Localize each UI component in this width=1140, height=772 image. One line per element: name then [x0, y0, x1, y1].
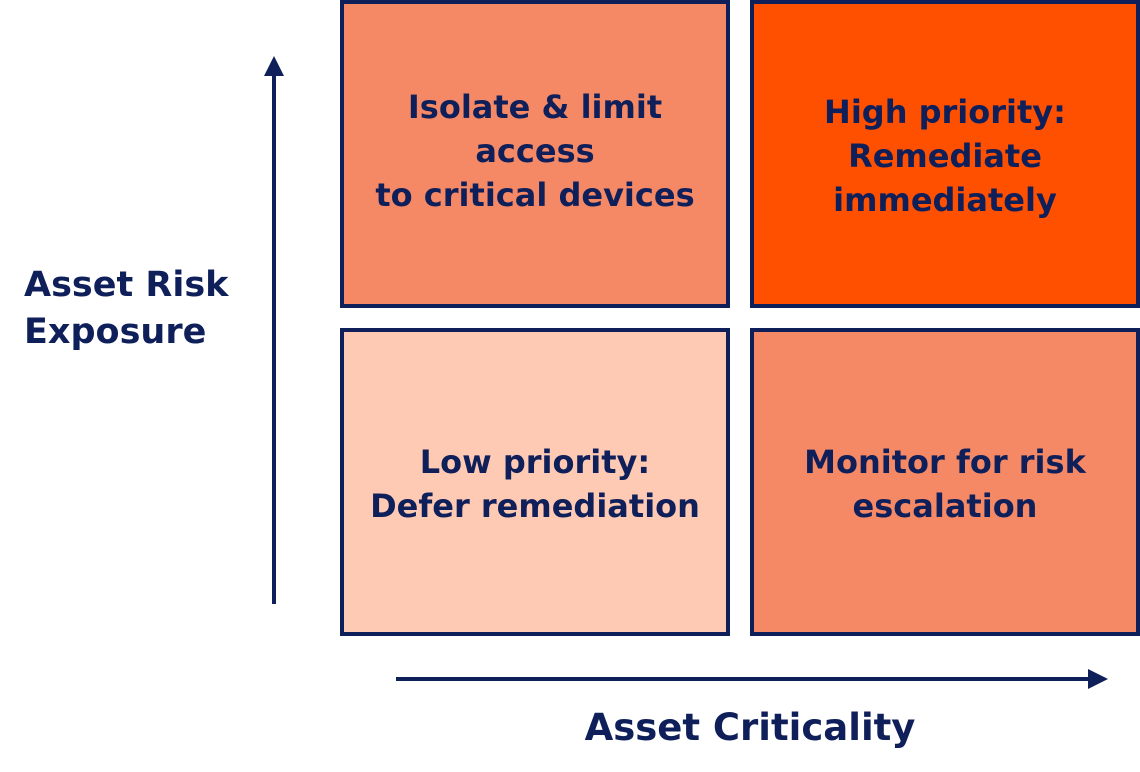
- x-axis-label: Asset Criticality: [584, 706, 916, 749]
- quadrant-text: High priority: Remediate immediately: [824, 93, 1066, 219]
- quadrant-text: Low priority: Defer remediation: [370, 443, 700, 525]
- quadrant-monitor-escalation: Monitor for risk escalation: [750, 328, 1140, 636]
- quadrant-high-priority: High priority: Remediate immediately: [750, 0, 1140, 308]
- quadrant-text: Isolate & limit access to critical devic…: [375, 88, 695, 214]
- x-axis-arrowhead: [1088, 669, 1108, 689]
- y-axis-label: Asset Risk Exposure: [24, 265, 229, 352]
- quadrant-text: Monitor for risk escalation: [804, 443, 1086, 525]
- quadrant-isolate-limit-access: Isolate & limit access to critical devic…: [340, 0, 730, 308]
- y-axis-arrowhead: [264, 56, 284, 76]
- quadrant-low-priority: Low priority: Defer remediation: [340, 328, 730, 636]
